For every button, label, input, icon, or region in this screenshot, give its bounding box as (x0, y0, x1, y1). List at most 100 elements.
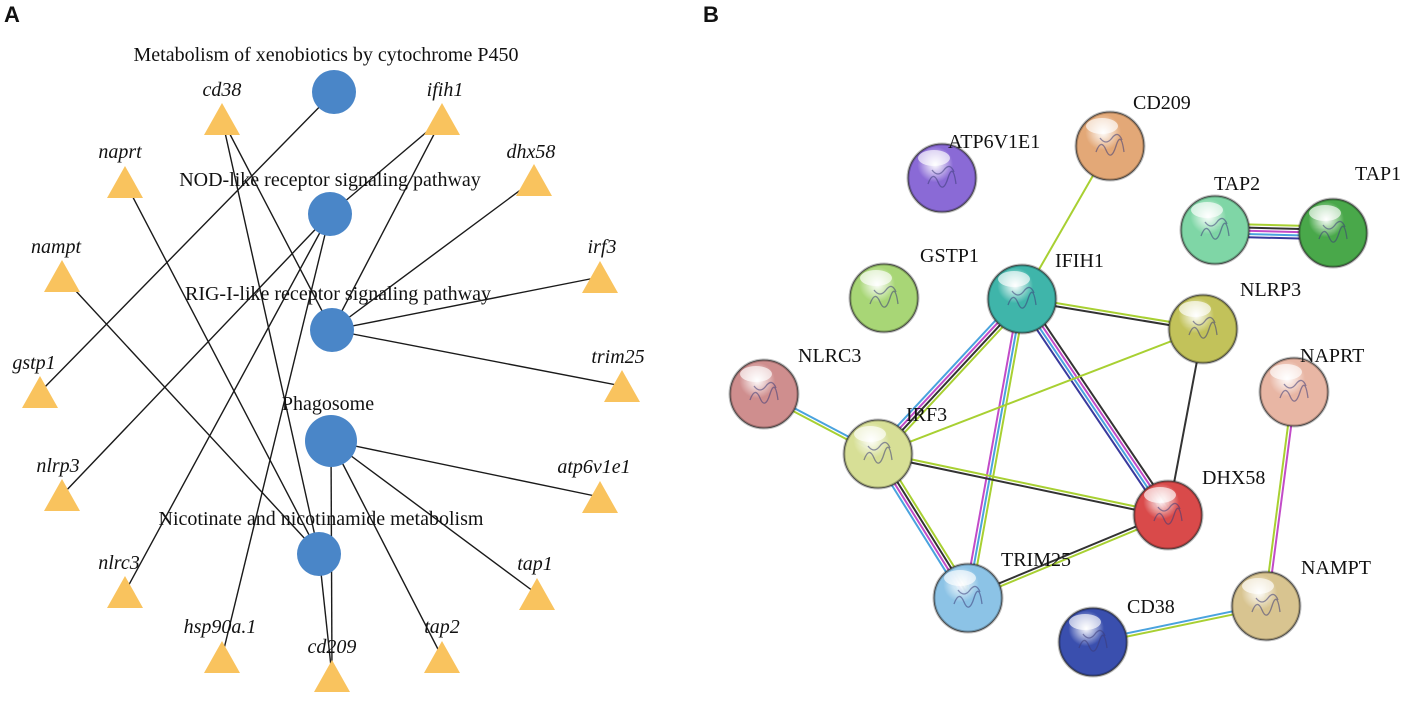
gene-label-tap1: tap1 (517, 553, 553, 575)
pathway-node-nod (308, 192, 352, 236)
protein-rim-ATP6V1E1 (906, 142, 978, 214)
protein-rim-CD38 (1057, 606, 1129, 678)
gene-node-ifih1 (424, 103, 460, 135)
pathway-node-rig (310, 308, 354, 352)
gene-node-cd209 (314, 660, 350, 692)
pathway-node-nico (297, 532, 341, 576)
panel-a-edge-nico-nampt (61, 275, 320, 555)
protein-label-NLRC3: NLRC3 (798, 345, 861, 367)
panel-a-edge-rig-irf3 (331, 276, 601, 331)
protein-node-DHX58 (1132, 479, 1204, 551)
interaction-IRF3-DHX58-0 (878, 451, 1169, 515)
panel-a-edge-rig-cd38 (221, 118, 333, 331)
panel-b-letter: B (703, 2, 719, 27)
interaction-IFIH1-TRIM25-0 (970, 299, 1027, 599)
gene-label-trim25: trim25 (591, 346, 644, 368)
protein-node-ATP6V1E1 (906, 142, 978, 214)
gene-label-irf3: irf3 (588, 236, 617, 258)
protein-label-DHX58: DHX58 (1202, 467, 1265, 489)
protein-highlight-NAPRT (1270, 364, 1302, 380)
interaction-IRF3-DHX58-1 (877, 454, 1168, 518)
protein-label-GSTP1: GSTP1 (920, 245, 979, 267)
protein-highlight-GSTP1 (860, 270, 892, 286)
protein-highlight-NLRC3 (740, 366, 772, 382)
protein-label-CD38: CD38 (1127, 596, 1175, 618)
interaction-DHX58-TRIM25-0 (968, 515, 1169, 601)
protein-rim-TRIM25 (932, 562, 1004, 634)
interaction-IFIH1-DHX58-3 (1017, 301, 1165, 519)
protein-structure-NLRC3 (749, 381, 779, 404)
protein-rim-NLRP3 (1167, 293, 1239, 365)
gene-node-trim25 (604, 370, 640, 402)
protein-structure-TAP2 (1200, 217, 1230, 240)
interaction-DHX58-TRIM25-1 (967, 512, 1168, 598)
gene-label-tap2: tap2 (424, 616, 460, 638)
pathway-label-phago: Phagosome (282, 393, 374, 415)
protein-node-TRIM25 (932, 562, 1004, 634)
gene-node-nlrp3 (44, 479, 80, 511)
gene-node-atp6v1e1 (582, 481, 618, 513)
gene-label-cd209: cd209 (308, 636, 357, 658)
protein-rim-NAMPT (1230, 570, 1302, 642)
panel-a-edge-nod-ifih1 (329, 118, 443, 215)
gene-label-nampt: nampt (31, 236, 81, 258)
gene-node-tap1 (519, 578, 555, 610)
protein-rim-NAPRT (1258, 356, 1330, 428)
gene-node-dhx58 (516, 164, 552, 196)
protein-rim-IRF3 (842, 418, 914, 490)
protein-rim-NLRC3 (728, 358, 800, 430)
protein-structure-CD209 (1095, 133, 1125, 156)
panel-a-edge-nico-cd38 (221, 118, 320, 555)
interaction-IFIH1-DHX58-1 (1022, 297, 1171, 515)
gene-node-nampt (44, 260, 80, 292)
protein-label-TRIM25: TRIM25 (1001, 549, 1071, 571)
panel-a-edge-phago-tap1 (330, 440, 538, 595)
protein-highlight-ATP6V1E1 (918, 150, 950, 166)
interaction-IFIH1-DHX58-0 (1025, 295, 1173, 513)
protein-structure-IRF3 (863, 441, 893, 464)
interaction-IFIH1-TRIM25-1 (967, 298, 1023, 599)
protein-highlight-TRIM25 (944, 570, 976, 586)
protein-highlight-DHX58 (1144, 487, 1176, 503)
protein-highlight-TAP2 (1191, 202, 1223, 218)
panel-a-edge-xeno-gstp1 (39, 91, 335, 393)
protein-rim-IFIH1 (986, 263, 1058, 335)
gene-label-naprt: naprt (98, 141, 142, 163)
gene-node-tap2 (424, 641, 460, 673)
panel-a-edge-nod-nlrc3 (124, 213, 331, 593)
protein-highlight-IRF3 (854, 426, 886, 442)
protein-label-NAMPT: NAMPT (1301, 557, 1371, 579)
pathway-label-nico: Nicotinate and nicotinamide metabolism (159, 508, 484, 530)
protein-structure-TAP1 (1318, 220, 1348, 243)
interaction-IFIH1-DHX58-2 (1019, 299, 1168, 517)
protein-highlight-NAMPT (1242, 578, 1274, 594)
gene-label-nlrp3: nlrp3 (36, 455, 79, 477)
protein-rim-DHX58 (1132, 479, 1204, 551)
protein-highlight-CD38 (1069, 614, 1101, 630)
gene-label-cd38: cd38 (203, 79, 242, 101)
interaction-IFIH1-TRIM25-2 (963, 298, 1020, 598)
protein-structure-CD38 (1078, 629, 1108, 652)
protein-node-CD38 (1057, 606, 1129, 678)
gene-node-nlrc3 (107, 576, 143, 608)
gene-node-irf3 (582, 261, 618, 293)
gene-label-atp6v1e1: atp6v1e1 (557, 456, 630, 478)
protein-highlight-TAP1 (1309, 205, 1341, 221)
gene-label-hsp90a1: hsp90a.1 (184, 616, 257, 638)
protein-label-IRF3: IRF3 (906, 404, 947, 426)
interaction-NAPRT-NAMPT-0 (1266, 392, 1297, 607)
protein-label-NAPRT: NAPRT (1300, 345, 1364, 367)
protein-node-TAP1 (1297, 197, 1369, 269)
interaction-IFIH1-IRF3-1 (878, 299, 1024, 456)
protein-label-TAP1: TAP1 (1355, 163, 1401, 185)
panel-a-nodes (22, 70, 640, 692)
protein-rim-TAP2 (1179, 194, 1251, 266)
interaction-IFIH1-IRF3-0 (880, 301, 1027, 458)
protein-node-CD209 (1074, 110, 1146, 182)
panel-a-edge-phago-atp6v1e1 (330, 440, 601, 498)
gene-node-hsp90a1 (204, 641, 240, 673)
